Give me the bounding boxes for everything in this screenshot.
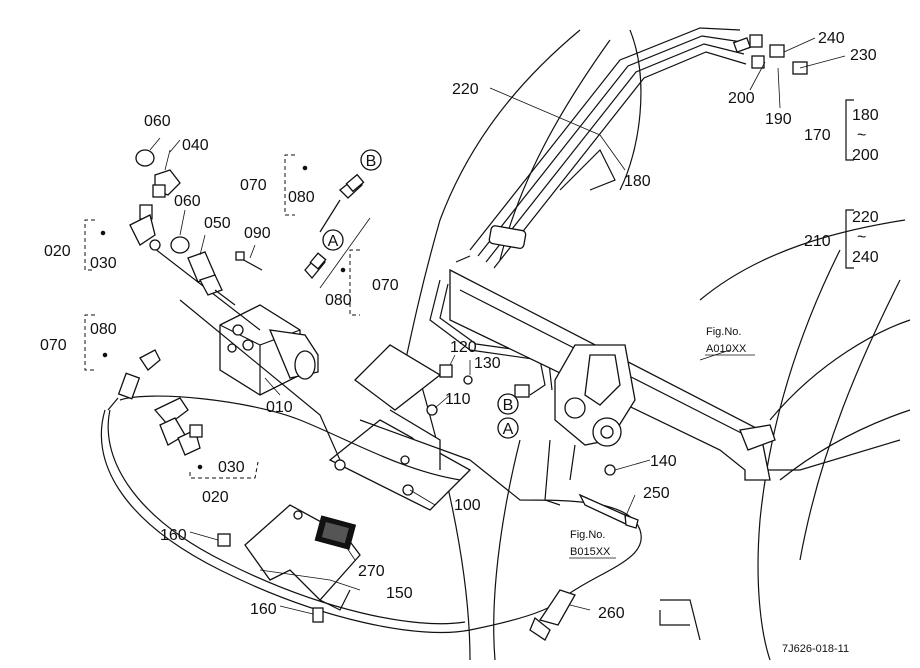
valve-010 [219,304,319,396]
label-040: 040 [182,137,209,154]
label-070: 070 [40,337,67,354]
label-150: 150 [386,585,413,602]
label-220-range: 220 [852,209,879,226]
label-090: 090 [244,225,271,242]
label-190: 190 [765,111,792,128]
hydraulic-pipes [429,27,747,396]
label-030: 030 [90,255,117,272]
upper-fittings [732,34,846,109]
label-210: 210 [804,233,831,250]
label-160: 160 [250,601,277,618]
label-010: 010 [266,399,293,416]
part-labels: 010 020 020 030 030 040 050 060 060 070 … [40,30,879,622]
label-range-tilde: ~ [857,229,866,246]
label-200-range: 200 [852,147,879,164]
circle-markers [322,149,519,439]
marker-b: B [366,153,377,170]
bracket-plate-100 [328,344,472,511]
label-160: 160 [160,527,187,544]
label-200: 200 [728,90,755,107]
fig-ref-title: Fig.No. [570,529,605,541]
label-050: 050 [204,215,231,232]
marker-b: B [503,397,514,414]
label-240: 240 [818,30,845,47]
label-range-tilde: ~ [857,127,866,144]
tractor-body-outline [394,29,911,661]
fig-ref-number: B015XX [570,546,611,558]
fig-ref-title: Fig.No. [706,326,741,338]
label-180: 180 [624,173,651,190]
label-130: 130 [474,355,501,372]
label-080: 080 [288,189,315,206]
label-020: 020 [44,243,71,260]
label-100: 100 [454,497,481,514]
label-140: 140 [650,453,677,470]
label-070: 070 [240,177,267,194]
drawing-id: 7J626-018-11 [782,643,849,655]
label-270: 270 [358,563,385,580]
hoses-and-fittings [100,149,642,641]
label-260: 260 [598,605,625,622]
label-070: 070 [372,277,399,294]
label-120: 120 [450,339,477,356]
label-180-range: 180 [852,107,879,124]
label-170: 170 [804,127,831,144]
marker-a: A [328,233,339,250]
label-080: 080 [325,292,352,309]
loader-arm-assembly [449,148,776,506]
marker-a: A [503,421,514,438]
label-020: 020 [202,489,229,506]
label-080: 080 [90,321,117,338]
marker-letters: B A B A [328,153,514,438]
label-060: 060 [174,193,201,210]
plate-150 [244,504,361,611]
label-110: 110 [445,391,471,408]
label-060: 060 [144,113,171,130]
label-230: 230 [850,47,877,64]
label-220: 220 [452,81,479,98]
dashed-brackets [84,99,854,479]
figure-references: Fig.No. A010XX Fig.No. B015XX [569,326,755,559]
fig-ref-number: A010XX [706,343,747,355]
label-250: 250 [643,485,670,502]
label-240-range: 240 [852,249,879,266]
label-030: 030 [218,459,245,476]
